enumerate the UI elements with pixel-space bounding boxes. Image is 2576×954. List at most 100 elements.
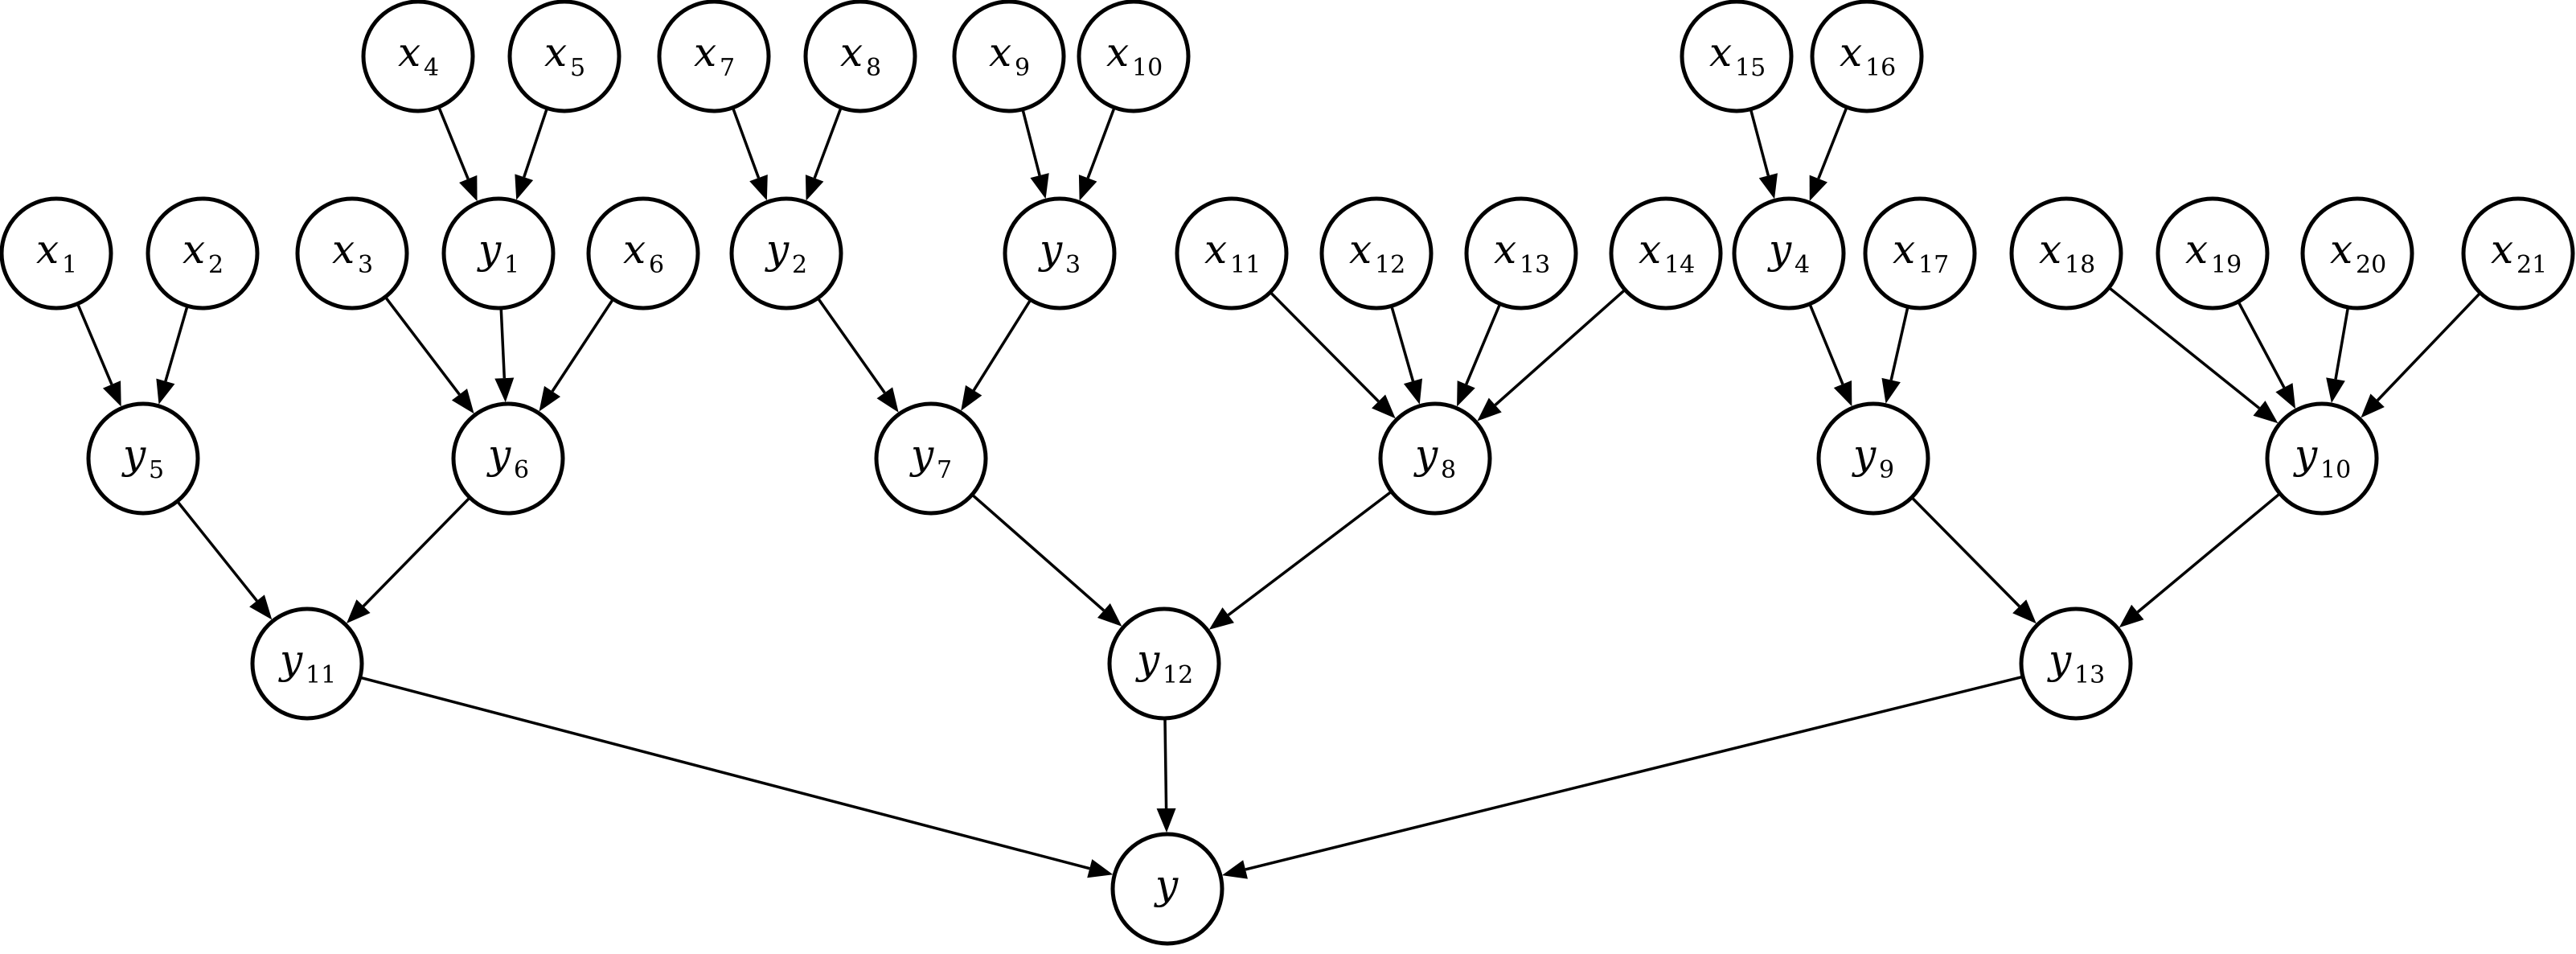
node-circle <box>1609 196 1723 310</box>
node-subscript: 5 <box>149 456 164 484</box>
arrowhead-icon <box>1477 397 1502 421</box>
edge-line <box>1910 496 2020 608</box>
edge-x8-to-y2 <box>805 107 843 201</box>
arrowhead-icon <box>876 387 899 413</box>
node-circle <box>146 196 260 310</box>
arrowhead-icon <box>539 385 561 412</box>
edge-line <box>551 298 615 393</box>
edge-line <box>362 496 471 607</box>
edge-line <box>2237 301 2286 389</box>
node-label: x <box>1204 226 1227 273</box>
edge-line <box>970 493 1105 612</box>
edge-line <box>76 302 113 385</box>
arrowhead-icon <box>749 174 768 201</box>
node-subscript: 12 <box>1375 251 1405 279</box>
node-label: x <box>1494 226 1516 273</box>
arrowhead-icon <box>1030 173 1049 199</box>
arrowhead-icon <box>515 174 534 200</box>
node-label: y <box>121 431 146 478</box>
edge-x4-to-y1 <box>437 106 478 202</box>
edge-line <box>1465 303 1502 385</box>
node-subscript: 18 <box>2065 251 2095 279</box>
node-circle <box>803 0 917 113</box>
node-circle <box>1110 832 1224 946</box>
node-label: y <box>2293 431 2318 478</box>
node-subscript: 10 <box>1132 54 1163 82</box>
node-label: x <box>2039 226 2061 273</box>
node-subscript: 7 <box>720 54 735 82</box>
node-label: x <box>840 29 863 76</box>
node-circle <box>1175 196 1289 310</box>
node-circle <box>1863 196 1977 310</box>
node-circle <box>1077 0 1191 113</box>
node-label: x <box>1106 29 1129 76</box>
arrowhead-icon <box>2361 393 2385 418</box>
edge-y10-to-y13 <box>2119 492 2281 628</box>
node-circle <box>361 0 475 113</box>
arrowhead-icon <box>102 380 121 407</box>
edge-line <box>2376 291 2482 401</box>
node-subscript: 4 <box>424 54 439 82</box>
edge-y6-to-y11 <box>347 496 471 624</box>
node-subscript: 3 <box>1065 251 1081 279</box>
arrowhead-icon <box>2326 377 2345 404</box>
node-label: y <box>1767 226 1792 273</box>
node-label: y <box>909 431 934 478</box>
node-label: y <box>1135 636 1160 683</box>
node-label: x <box>2185 226 2208 273</box>
edge-y11-to-y <box>359 676 1114 878</box>
node-circle <box>874 401 988 516</box>
arrowhead-icon <box>1156 808 1176 833</box>
node-y: y <box>1110 832 1224 946</box>
node-circle <box>2300 196 2414 310</box>
arrowhead-icon <box>1221 860 1248 879</box>
arrowhead-icon <box>961 384 982 411</box>
node-subscript: 1 <box>504 251 519 279</box>
node-subscript: 1 <box>62 251 77 279</box>
node-circle <box>1319 196 1434 310</box>
edge-line <box>1390 305 1415 382</box>
edge-x10-to-y3 <box>1078 107 1116 201</box>
arrowhead-icon <box>1833 380 1852 407</box>
arrowhead-icon <box>156 378 175 405</box>
arrowhead-icon <box>2012 599 2037 624</box>
edge-line <box>972 298 1032 392</box>
arrowhead-icon <box>347 599 371 624</box>
arrowhead-icon <box>2253 401 2279 424</box>
edge-y13-to-y <box>1221 675 2024 879</box>
node-subscript: 15 <box>1735 54 1766 82</box>
node-label: y <box>1413 431 1438 478</box>
edge-y9-to-y13 <box>1910 496 2037 624</box>
node-circle <box>729 196 843 310</box>
node-label: x <box>694 29 716 76</box>
node-circle <box>657 0 771 113</box>
node-subscript: 10 <box>2320 456 2351 484</box>
edge-x14-to-y8 <box>1477 288 1626 421</box>
node-subscript: 11 <box>306 661 336 689</box>
edge-line <box>2136 492 2281 614</box>
node-circle <box>2019 607 2133 721</box>
edge-line <box>1817 106 1848 179</box>
node-label: x <box>623 226 646 273</box>
edge-y4-to-y9 <box>1808 303 1852 407</box>
arrowhead-icon <box>1087 859 1114 878</box>
node-subscript: 4 <box>1795 251 1810 279</box>
node-circle <box>507 0 621 113</box>
edge-x6-to-y6 <box>539 298 615 412</box>
node-subscript: 9 <box>1879 456 1894 484</box>
node-circle <box>1464 196 1578 310</box>
node-circle <box>441 196 556 310</box>
arrowhead-icon <box>1758 173 1778 199</box>
edge-line <box>1086 107 1116 179</box>
